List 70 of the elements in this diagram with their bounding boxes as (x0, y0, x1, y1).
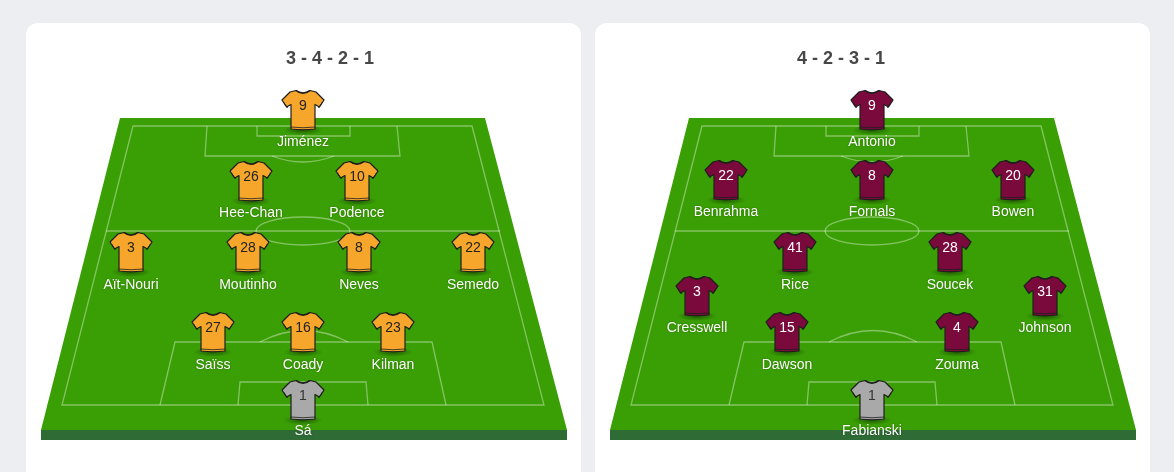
player-name: Johnson (1018, 319, 1072, 335)
player-jersey (850, 159, 894, 205)
player-name: Soucek (926, 276, 974, 292)
player-jersey (281, 379, 325, 425)
shirt-number: 4 (953, 319, 961, 335)
player-jersey (765, 311, 809, 357)
player-jersey (229, 160, 273, 206)
player-jersey (850, 89, 894, 135)
player-jersey (773, 231, 817, 277)
player-jersey (109, 231, 153, 277)
player-name: Benrahma (693, 203, 759, 219)
player-jersey (281, 311, 325, 357)
shirt-number: 22 (465, 239, 481, 255)
shirt-number: 41 (787, 239, 803, 255)
player-name: Saïss (195, 356, 231, 372)
shirt-number: 26 (243, 168, 259, 184)
lineup-card (595, 23, 1150, 472)
player-name: Sá (294, 422, 312, 438)
player-jersey (1023, 275, 1067, 321)
player-name: Moutinho (219, 276, 277, 292)
shirt-number: 3 (693, 283, 701, 299)
lineup-card (26, 23, 581, 472)
player-name: Neves (339, 276, 379, 292)
shirt-number: 15 (779, 319, 795, 335)
player-jersey (371, 311, 415, 357)
player-jersey (935, 311, 979, 357)
shirt-number: 3 (127, 239, 135, 255)
player-name: Fornals (848, 203, 896, 219)
player-name: Fabianski (842, 422, 902, 438)
shirt-number: 23 (385, 319, 401, 335)
shirt-number: 16 (295, 319, 311, 335)
shirt-number: 1 (868, 387, 876, 403)
player-jersey (281, 89, 325, 135)
formation-title: 3 - 4 - 2 - 1 (286, 47, 374, 69)
player-name: Hee-Chan (219, 204, 283, 220)
player-jersey (675, 275, 719, 321)
shirt-number: 1 (299, 387, 307, 403)
player-jersey (335, 160, 379, 206)
player-jersey (337, 231, 381, 277)
shirt-number: 9 (868, 97, 876, 113)
shirt-number: 22 (718, 167, 734, 183)
shirt-number: 9 (299, 97, 307, 113)
player-name: Coady (282, 356, 324, 372)
player-jersey (991, 159, 1035, 205)
player-name: Zouma (935, 356, 979, 372)
shirt-number: 28 (240, 239, 256, 255)
shirt-number: 28 (942, 239, 958, 255)
player-jersey (451, 231, 495, 277)
player-jersey (704, 159, 748, 205)
player-name: Dawson (761, 356, 813, 372)
player-jersey (226, 231, 270, 277)
player-name: Semedo (446, 276, 500, 292)
player-jersey (191, 311, 235, 357)
player-name: Rice (781, 276, 809, 292)
player-name: Bowen (991, 203, 1035, 219)
player-name: Cresswell (666, 319, 728, 335)
shirt-number: 8 (355, 239, 363, 255)
player-jersey (928, 231, 972, 277)
player-name: Kilman (371, 356, 415, 372)
shirt-number: 8 (868, 167, 876, 183)
shirt-number: 20 (1005, 167, 1021, 183)
player-name: Podence (329, 204, 385, 220)
player-name: Jiménez (276, 133, 330, 149)
player-name: Aït-Nouri (103, 276, 159, 292)
player-jersey (850, 379, 894, 425)
shirt-number: 31 (1037, 283, 1053, 299)
shirt-number: 10 (349, 168, 365, 184)
formation-title: 4 - 2 - 3 - 1 (797, 47, 885, 69)
player-name: Antonio (848, 133, 896, 149)
shirt-number: 27 (205, 319, 221, 335)
